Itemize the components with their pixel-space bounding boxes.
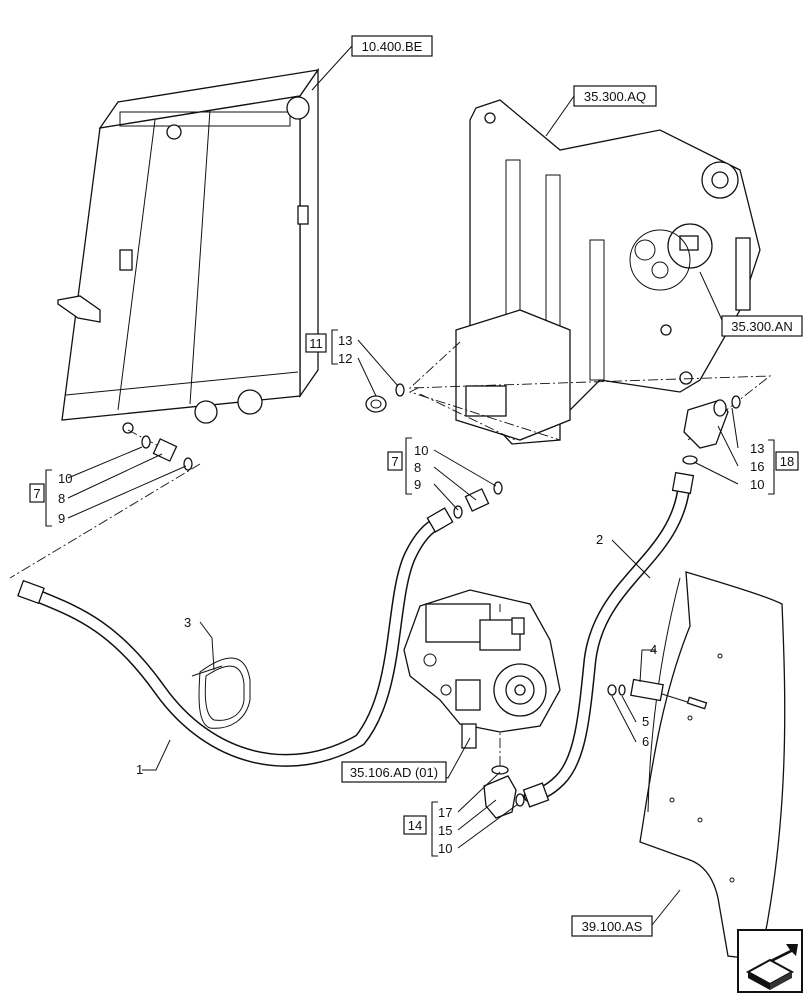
part-number: 9 [414, 477, 421, 492]
callout-bolt: 4 [650, 642, 657, 657]
ref-text-radiator: 10.400.BE [362, 39, 423, 54]
fender-bolt-set [607, 678, 708, 710]
part-number: 13 [338, 333, 352, 348]
mid-fittings [453, 481, 503, 519]
ref-label-filter[interactable]: 35.300.AN [721, 315, 803, 337]
callout-strap: 3 [184, 615, 191, 630]
hydraulic-tank [455, 99, 761, 445]
callout-group-18: 13 16 10 18 [750, 439, 799, 495]
part-number: 8 [414, 460, 421, 475]
ref-text-filter: 35.300.AN [731, 319, 792, 334]
ref-text-fender: 39.100.AS [582, 919, 643, 934]
callout-group-14: 14 17 15 10 [403, 801, 452, 857]
callout-washer: 5 [642, 714, 649, 729]
part-number: 8 [58, 491, 65, 506]
ref-label-radiator[interactable]: 10.400.BE [351, 35, 433, 57]
ref-text-tank: 35.300.AQ [584, 89, 646, 104]
ref-label-tank[interactable]: 35.300.AQ [573, 85, 657, 107]
leader-lines [67, 45, 739, 926]
callout-hose-1: 1 [136, 762, 143, 777]
hose-strap [191, 657, 251, 729]
part-number: 15 [438, 823, 452, 838]
callout-group-11: 11 13 12 [305, 329, 352, 366]
part-number: 13 [750, 441, 764, 456]
tank-plug [365, 383, 405, 413]
part-number: 9 [58, 511, 65, 526]
hose-1 [17, 507, 454, 767]
callout-nut: 6 [642, 734, 649, 749]
callout-hose-2: 2 [596, 532, 603, 547]
callout-group-7-left: 7 10 8 9 [29, 469, 72, 527]
callout-group-7-mid: 7 10 8 9 [387, 437, 428, 495]
ref-label-pump[interactable]: 35.106.AD (01) [341, 761, 447, 783]
ref-text-pump: 35.106.AD (01) [350, 765, 438, 780]
part-number: 10 [438, 841, 452, 856]
part-number: 10 [414, 443, 428, 458]
group-box-number: 14 [408, 818, 422, 833]
radiator-cooler [57, 67, 320, 434]
part-number: 10 [58, 471, 72, 486]
next-page-arrow-icon[interactable] [737, 929, 803, 993]
group-box-number: 7 [33, 486, 40, 501]
ref-label-fender[interactable]: 39.100.AS [571, 915, 653, 937]
elbow-fitting-16 [682, 395, 741, 465]
group-box-number: 18 [780, 454, 794, 469]
radiator-fittings [141, 435, 193, 471]
group-box-number: 11 [309, 336, 323, 351]
hose-2 [522, 471, 695, 808]
fender-panel [639, 571, 786, 961]
part-number: 17 [438, 805, 452, 820]
hydraulic-pump [403, 589, 561, 749]
group-box-number: 7 [391, 454, 398, 469]
elbow-fitting-15 [483, 765, 525, 819]
part-number: 12 [338, 351, 352, 366]
part-number: 16 [750, 459, 764, 474]
part-number: 10 [750, 477, 764, 492]
